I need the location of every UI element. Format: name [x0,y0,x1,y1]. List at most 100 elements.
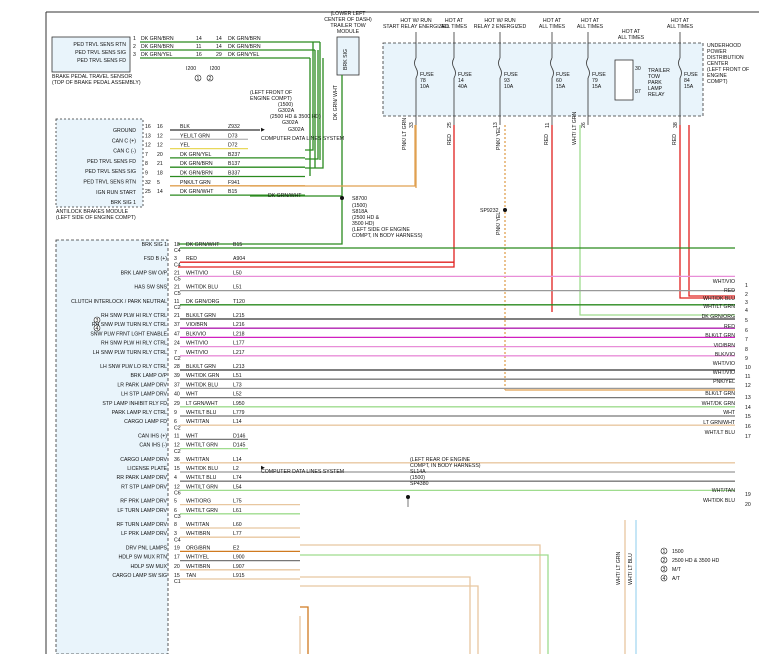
bcm-pin-label: HDLP SW MUX [130,564,167,570]
bcm-pin-label: CARGO LAMP DRV [120,457,167,463]
right-output-num: 9 [745,356,748,362]
right-output-label: WHT/LT GRN [703,304,735,310]
bcm-wire-circ: L217 [233,350,245,356]
bcm-wire-color: DK GRN/WHT [186,242,220,248]
legend-num: 1 [663,549,666,555]
fuse-name: FUSE [556,72,570,78]
fuse-number: 93 [504,78,510,84]
right-output-num: 10 [745,365,751,371]
sensor-wire-num: 14 [216,36,222,42]
bcm-pin-number: 11 [174,433,179,439]
pdc-header: ALL TIMES [441,24,468,30]
fuse-amp: 10A [420,84,430,90]
legend-text: A/T [672,576,681,582]
right-output-label: BLK/VIO [715,352,735,358]
note-num: 1 [197,76,200,82]
bcm-wire-color: WHT/LT GRN [186,484,218,490]
tow-module-title: CENTER OF DASH) [324,17,372,23]
tow-module-wire-color: DK GRN/ WHT [333,84,339,120]
bcm-connector-id: C4 [174,248,181,254]
fuse-name: FUSE [458,72,472,78]
note-marker-4 [93,324,101,332]
fuse-number: 84 [684,78,690,84]
pdc-header: HOT AT [671,18,690,24]
bcm-pin-number: 39 [174,373,180,379]
fuse-number: 78 [420,78,426,84]
fuse-number: 60 [556,78,562,84]
bcm-wire-circ: L900 [233,555,245,561]
abs-wire-term: 12 [157,133,163,139]
right-output-num: 6 [745,328,748,334]
fuse-symbol-icon [414,57,418,79]
bcm-wire-circ: L177 [233,341,245,347]
fuse-symbol-icon [498,57,502,79]
fuse-amp: 40A [458,84,468,90]
bcm-pin-number: 28 [174,364,180,370]
abs-wire-pin: 25 [145,189,151,195]
fuse-symbol-icon [586,57,590,79]
bcm-connector-id: C2 [174,449,181,455]
pdc-title: CENTER [707,61,729,67]
splice-note: S818A [352,209,368,215]
bcm-wire-color: BLK/VIO [186,331,206,337]
trailer-tow-module-box [336,36,360,76]
fuse-amp: 15A [556,84,566,90]
abs-wire-pin: 32 [145,180,151,186]
right-output-num: 8 [745,347,748,353]
bcm-wire-circ: A904 [233,256,245,262]
vertical-wire-color: RED [447,134,453,145]
bcm-wire-circ: D145 [233,443,246,449]
bcm-connector-id: C2 [174,305,181,311]
pdc-wire-red [178,125,455,268]
right-output-label: WHT/LT BLU [705,430,736,436]
vertical-wire-color: WHT/ LT GRN [572,112,578,145]
abs-subtitle: (LEFT SIDE OF ENGINE COMPT) [56,215,136,221]
bcm-wire-color: WHT/LT GRN [186,508,218,514]
fuse-name: FUSE [504,72,518,78]
sensor-wire-pin: 1 [133,36,136,42]
fuse-symbol-icon [550,57,554,79]
vertical-wire-color: WHT/ LT BLU [628,553,634,585]
abs-wire-color: PNK/LT GRN [180,180,211,186]
bcm-pin-label: LH SNW PLW TURN RLY CTRL [93,350,167,356]
pdc-title: DISTRIBUTION [707,55,744,61]
bcm-pin-label: HAS SW SNS [134,285,167,291]
abs-pin-label: BRK SIG 1 [111,200,136,206]
abs-wire [305,42,314,151]
abs-wire-term: 21 [157,161,163,167]
right-output-num: 16 [745,424,751,430]
relay-label: RELAY [648,92,665,98]
bcm-pin-label: LF TURN LAMP DRV [117,508,167,514]
pdc-wire-green [579,125,735,316]
right-output-label: WHT/VIO [713,279,735,285]
bcm-wire-color: WHT/LT BLU [186,410,217,416]
bcm-wire-color: WHT [186,433,199,439]
bcm-pin-number: 21 [174,270,180,276]
abs-pin-label: GROUND [113,128,136,134]
bcm-connector-id: C4 [174,537,181,543]
fuse-amp: 15A [684,84,694,90]
bcm-wire-circ: E2 [233,545,239,551]
bcm-pin-number: 6 [174,419,177,425]
bcm-wire-circ: L779 [233,410,245,416]
ground-note: (LEFT FRONT OF [250,90,292,96]
abs-wire-term: 12 [157,143,163,149]
ground-note: (2500 HD & 3500 HD) [270,114,321,120]
right-output-label: VIO/BRN [714,343,736,349]
bcm-wire-color: ORG/BRN [186,545,210,551]
computer-link-label: COMPUTER DATA LINES SYSTEM [261,469,344,475]
legend-text: 2500 HD & 3500 HD [672,558,720,564]
right-output-num: 12 [745,383,751,389]
abs-module-box [55,118,144,208]
right-output-label: WHT [723,410,736,416]
bcm-wire-color: WHT/BRN [186,564,210,570]
sensor-wire-color: DK GRN/BRN [141,36,174,42]
bcm-pin-label: PARK LAMP RLY CTRL [112,410,167,416]
abs-wire-term: 14 [157,189,163,195]
arrow-icon: ▶ [261,127,265,133]
abs-wire-color: DK GRN/WHT [180,189,214,195]
bcm-pin-label: CAN IHS (+) [138,433,167,439]
bcm-pin-label: RT STP LAMP DRV [121,484,167,490]
right-output-label: PNK/YEL [713,379,735,385]
